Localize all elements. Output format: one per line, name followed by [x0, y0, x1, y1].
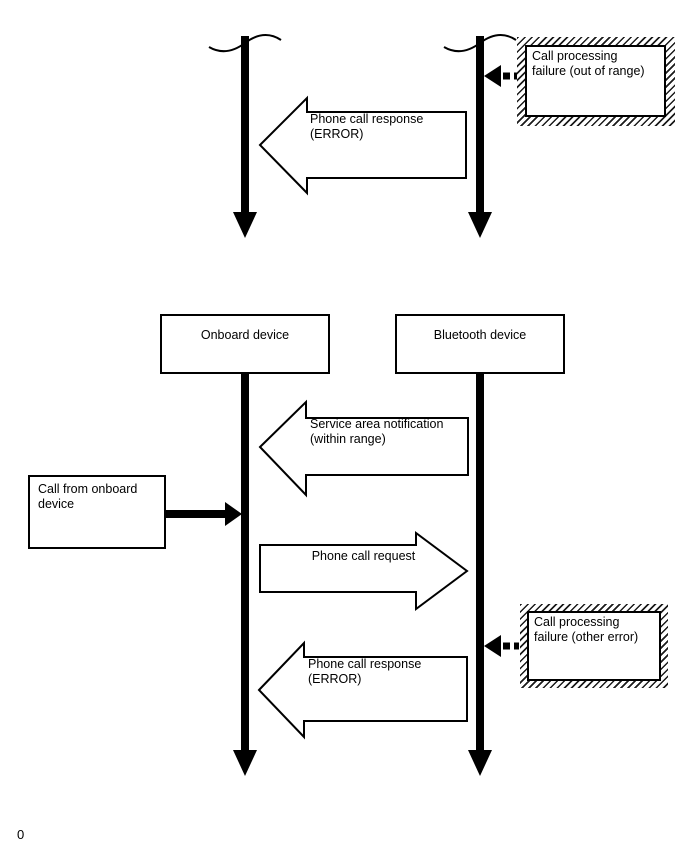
lifeline-right-partial: [443, 34, 517, 238]
break-tilde-icon: [443, 34, 517, 53]
lifeline-onboard: [233, 374, 257, 776]
onboard-device-box: Onboard device: [160, 314, 330, 374]
phone-call-request-arrow-label: Phone call request: [311, 549, 416, 563]
event-arrow-out-of-range: [484, 65, 517, 87]
lifeline-arrowhead: [468, 212, 492, 238]
lifeline-left-partial: [208, 34, 282, 238]
call-from-onboard-note: Call from onboard device: [28, 475, 166, 549]
lifeline-bluetooth: [468, 374, 492, 776]
lifeline-arrowhead: [233, 212, 257, 238]
event-arrow-call-from-onboard: [166, 502, 242, 526]
bluetooth-device-box: Bluetooth device: [395, 314, 565, 374]
lifeline-arrowhead: [233, 750, 257, 776]
failure-note-text: Call processing failure (out of range): [525, 45, 666, 117]
message-arrow-phone-call-request: [259, 531, 469, 611]
message-arrow-service-area: [258, 399, 469, 498]
service-area-arrow-label: Service area notification (within range): [310, 417, 444, 446]
response-arrow-label-top: Phone call response (ERROR): [310, 112, 424, 141]
break-tilde-icon: [208, 34, 282, 53]
lifeline-arrowhead: [468, 750, 492, 776]
page-footnote: 0: [17, 827, 25, 842]
failure-note-out-of-range: Call processing failure (out of range): [517, 37, 675, 126]
failure-note-text: Call processing failure (other error): [527, 611, 661, 681]
message-arrow-response-top: [258, 95, 467, 196]
response-arrow-label-bottom: Phone call response (ERROR): [308, 657, 422, 686]
message-arrow-response-bottom: [257, 640, 468, 740]
event-arrow-other-error: [484, 635, 519, 657]
failure-note-other-error: Call processing failure (other error): [520, 604, 668, 688]
